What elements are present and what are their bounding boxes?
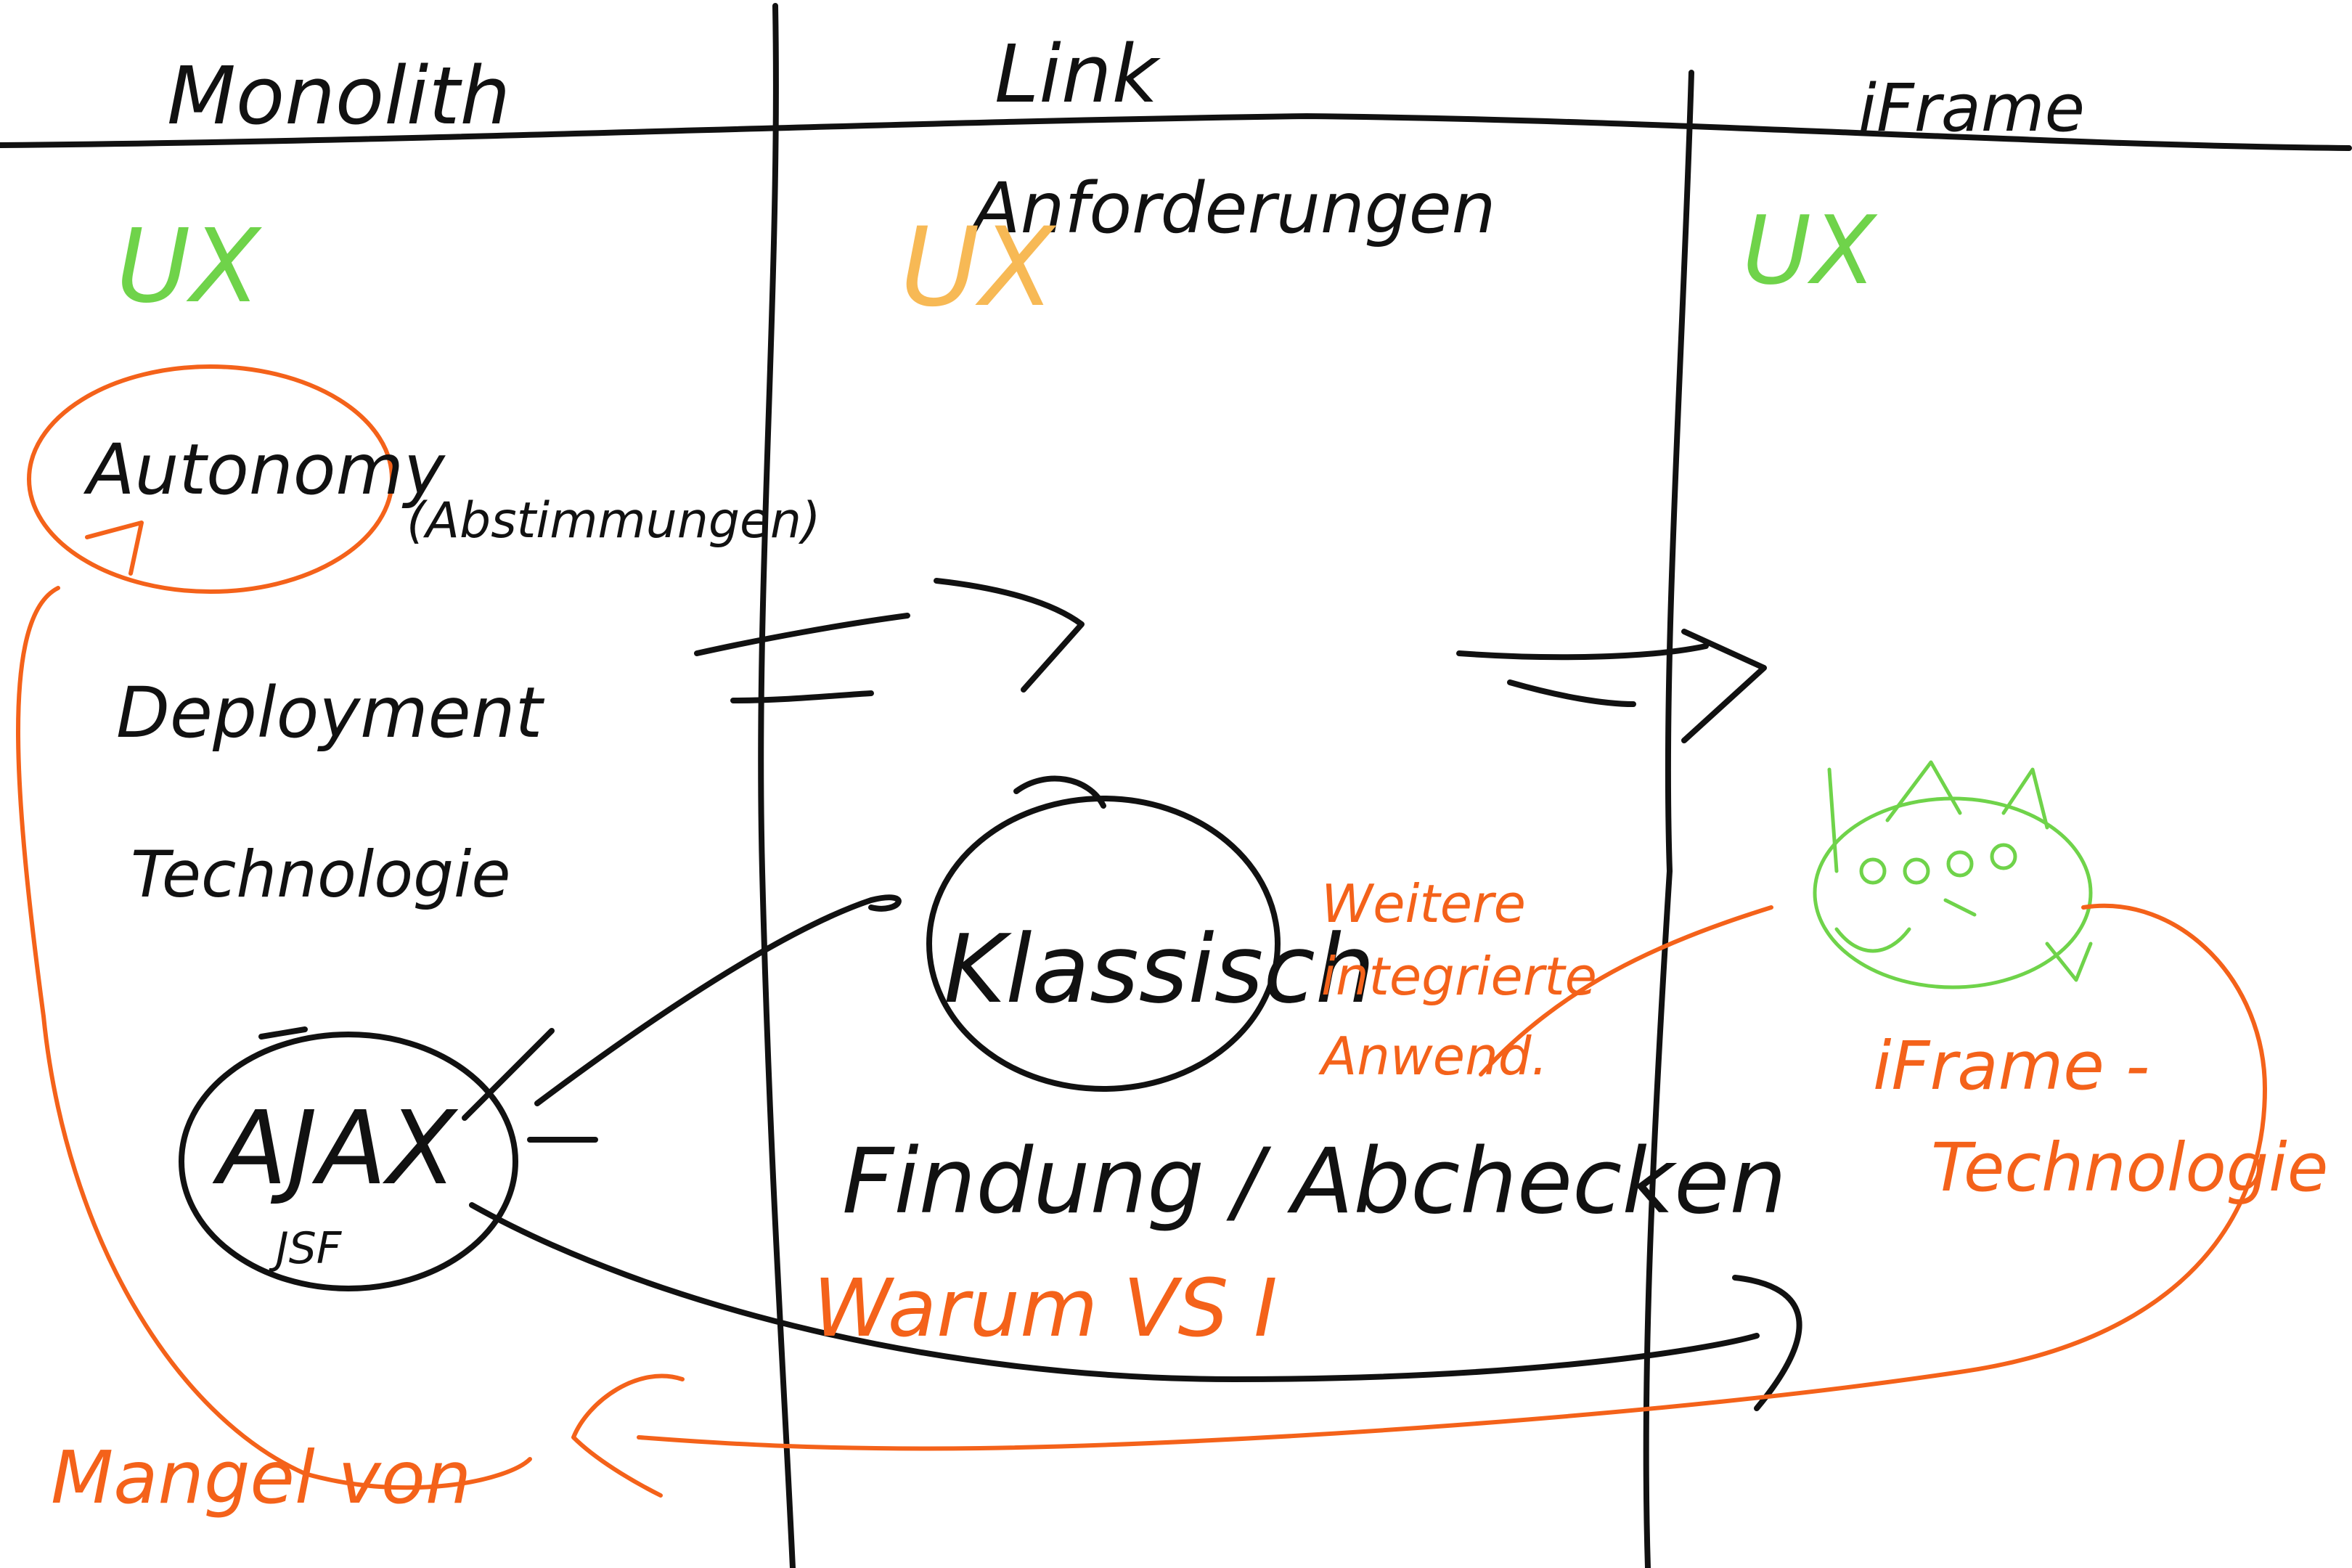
- arrow-col2-col3-line-2: [1507, 679, 1636, 707]
- arrow-col2-col3-line-1: [1456, 643, 1709, 661]
- abstimmungen-label: (Abstimmungen): [407, 492, 821, 550]
- arrow-col2-head: [934, 578, 1085, 693]
- ajax-circle: [179, 1032, 518, 1291]
- column-divider-right: [1643, 70, 1694, 1568]
- orange-loop-autonomy-to-mangel: [16, 586, 532, 1490]
- warum-vs-label: Warum VS I: [813, 1262, 1278, 1355]
- iframe-technologie-line1: iFrame -: [1873, 1027, 2149, 1105]
- arrow-ajax-to-klassisch: [534, 894, 902, 1106]
- column-divider-left: [758, 3, 796, 1568]
- column-header-iframe: iFrame: [1858, 70, 2085, 147]
- klassisch-circle-flick: [1013, 775, 1106, 809]
- orange-arrow-head-mangel: [571, 1373, 685, 1498]
- anwend-label: Anwend.: [1318, 1026, 1548, 1087]
- ux-label-col1: UX: [116, 208, 262, 326]
- green-cat-doodle-icon: [1813, 760, 2093, 989]
- deployment-label: Deployment: [116, 672, 545, 754]
- header-divider-line: [0, 113, 2352, 151]
- orange-line-note-to-doodle: [1479, 905, 1773, 1077]
- weitere-label: Weitere: [1321, 873, 1526, 934]
- autonomy-circle: [27, 364, 394, 594]
- autonomy-circle-tail: [85, 520, 144, 576]
- integrierte-label: integrierte: [1321, 946, 1597, 1007]
- mangel-von-label: Mangel von: [51, 1435, 471, 1520]
- ux-label-col3: UX: [1742, 195, 1878, 306]
- iframe-technologie-line2: Technologie: [1931, 1129, 2328, 1206]
- arrow-col3-head: [1681, 629, 1767, 743]
- klassisch-label: Klassisch: [944, 914, 1375, 1024]
- ajax-label: AJAX: [212, 1090, 459, 1208]
- column-header-monolith: Monolith: [167, 49, 510, 142]
- klassisch-circle: [926, 796, 1281, 1092]
- orange-loop-iframe-to-mangel: [637, 903, 2267, 1451]
- ux-label-col2: UX: [900, 205, 1057, 331]
- autonomy-label: Autonomy: [83, 429, 446, 510]
- ajax-strike-1: [462, 1028, 555, 1121]
- anforderungen-label: Anforderungen: [968, 168, 1496, 249]
- jsf-label: JSF: [269, 1223, 343, 1274]
- arrow-col1-col2-line-2: [730, 690, 874, 703]
- arrow-col1-col2-line-1: [694, 613, 910, 656]
- technologie-label: Technologie: [131, 837, 511, 912]
- column-header-link: Link: [995, 28, 1161, 121]
- ajax-circle-flick: [258, 1026, 308, 1040]
- findung-label: Findung / Abchecken: [842, 1130, 1787, 1234]
- arrow-iframe-head: [1732, 1275, 1802, 1411]
- arrow-ajax-to-iframe: [469, 1202, 1760, 1382]
